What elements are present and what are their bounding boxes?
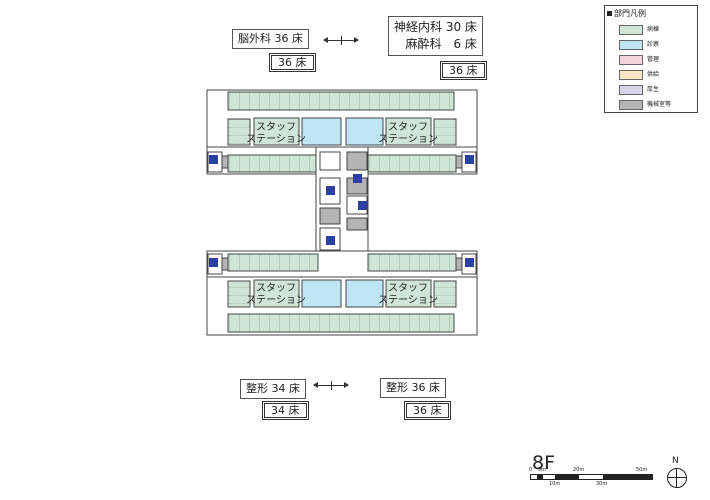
legend-swatch: [619, 25, 643, 35]
legend-label: 診察: [647, 41, 660, 48]
top-left-ward-label: 脳外科 36 床: [232, 29, 309, 49]
legend-swatch: [619, 100, 643, 110]
station-label-tr: スタッフ: [388, 121, 428, 133]
bottom-left-bed-text: 34 床: [264, 403, 307, 418]
bottom-left-bed-count: 34 床: [262, 401, 309, 420]
elevator-icon: [209, 258, 218, 267]
scale-label-0: 0: [529, 467, 533, 473]
elevator-icon: [326, 236, 335, 245]
scale-label-20m: 20m: [573, 467, 585, 473]
scale-label-5m: 5m: [538, 467, 547, 473]
top-right-ward-label: 神経内科 30 床 麻酔科 6 床: [388, 16, 483, 56]
top-right-bed-count: 36 床: [440, 61, 487, 80]
scale-label-50m: 50m: [636, 467, 648, 473]
bottom-right-ward-label: 整形 36 床: [380, 378, 446, 398]
top-left-ward-text: 脳外科 36 床: [238, 32, 303, 45]
legend-label: 機械室等: [647, 101, 672, 108]
legend-swatch: [619, 85, 643, 95]
station-label-tl-2: ステーション: [246, 134, 306, 145]
elevator-icons: [209, 155, 474, 267]
top-wing: [206, 89, 478, 175]
bottom-left-ward-label: 整形 34 床: [240, 379, 306, 399]
north-label: N: [672, 456, 679, 466]
top-right-ward-text-1: 神経内科 30 床: [394, 20, 477, 34]
legend-swatch: [619, 55, 643, 65]
legend-title: 部門凡例: [607, 8, 646, 19]
bottom-right-ward-text: 整形 36 床: [386, 381, 440, 394]
elevator-icon: [326, 186, 335, 195]
top-double-arrow: [323, 36, 359, 45]
elevator-icon: [465, 258, 474, 267]
department-legend: 部門凡例 病棟 診察 管理 供給 厚生 機械室等: [604, 5, 698, 113]
elevator-icon: [358, 201, 367, 210]
scale-label-10m: 10m: [549, 481, 561, 487]
station-label-br: スタッフ: [388, 282, 428, 294]
legend-swatch: [619, 40, 643, 50]
bottom-right-bed-count: 36 床: [404, 401, 451, 420]
legend-label: 厚生: [647, 86, 660, 93]
top-right-bed-text: 36 床: [442, 63, 485, 78]
top-right-ward-text-2: 麻酔科 6 床: [405, 37, 477, 51]
elevator-icon: [465, 155, 474, 164]
bottom-wing: [206, 250, 478, 336]
elevator-icon: [209, 155, 218, 164]
station-label-br-2: ステーション: [378, 295, 438, 306]
legend-swatch: [619, 70, 643, 80]
legend-label: 病棟: [647, 26, 660, 33]
top-left-bed-text: 36 床: [271, 55, 314, 70]
bottom-right-bed-text: 36 床: [406, 403, 449, 418]
legend-label: 管理: [647, 56, 660, 63]
legend-label: 供給: [647, 71, 660, 78]
station-label-bl-2: ステーション: [246, 295, 306, 306]
scale-label-30m: 30m: [596, 481, 608, 487]
scale-bar: [530, 474, 653, 480]
bottom-double-arrow: [313, 381, 349, 390]
station-label-tl: スタッフ: [256, 121, 296, 133]
elevator-icon: [353, 174, 362, 183]
top-left-bed-count: 36 床: [269, 53, 316, 72]
floor-number: 8F: [532, 452, 556, 474]
bottom-left-ward-text: 整形 34 床: [246, 382, 300, 395]
north-arrow-icon: [667, 468, 687, 488]
station-label-tr-2: ステーション: [378, 134, 438, 145]
station-label-bl: スタッフ: [256, 282, 296, 294]
